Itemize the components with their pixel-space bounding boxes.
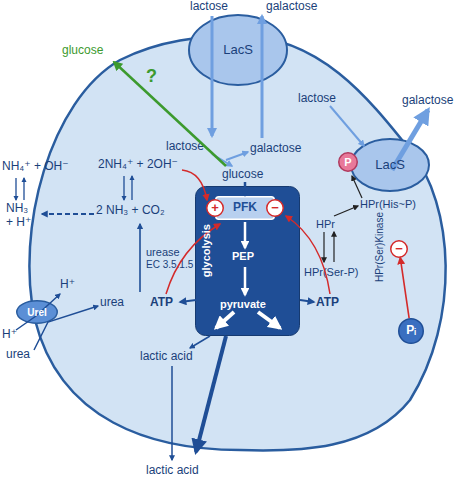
protein-label: HPr(His~P) (360, 198, 416, 211)
equilibrium-arrow (15, 178, 16, 200)
enzyme-box: PFK+− (215, 196, 275, 220)
inhibition-sign: − (266, 199, 284, 217)
substrate-label: lactose (190, 0, 228, 14)
ion-label: H⁺ (60, 278, 75, 292)
ellipse-shape (351, 139, 429, 191)
efflux-arrow (171, 366, 173, 460)
chemical-label: NH₃ + H⁺ (6, 202, 38, 230)
flux-arrow (300, 300, 314, 302)
product-label: galactose (250, 142, 301, 156)
flux-arrow (216, 312, 234, 328)
ellipse-shape (189, 15, 287, 85)
ellipse-shape (17, 301, 58, 324)
ion-label: H⁺ (2, 328, 17, 342)
transport-arrow (261, 16, 264, 138)
protein-label: HPr (316, 218, 335, 231)
metabolite-label: ATP (316, 296, 339, 310)
cell-membrane (29, 36, 445, 450)
equilibrium-arrow (23, 178, 24, 200)
substrate-label: glucose (62, 44, 103, 58)
efflux-arrow (190, 336, 210, 348)
box-shape (196, 187, 300, 336)
node-text: + (211, 201, 219, 215)
phosphate-circle: P (338, 152, 358, 172)
box-shape (216, 197, 275, 220)
flux-arrow (258, 312, 280, 328)
node-text: P (344, 156, 351, 168)
flux-arrow (244, 267, 247, 295)
metabolite-label: ATP (150, 296, 173, 310)
node-text: PFK (233, 201, 257, 214)
reaction-arrow (139, 224, 141, 292)
product-label: galactose (266, 0, 317, 14)
regulation-arrow (166, 224, 220, 294)
equilibrium-arrow (131, 176, 132, 200)
ellipse-shape (267, 200, 284, 217)
node-text: UreI (27, 307, 46, 318)
phosphoryl-arrow (334, 206, 358, 216)
transporter-ellipse: LacS (188, 14, 288, 86)
node-text: − (395, 242, 403, 256)
node-text: LacS (223, 43, 253, 57)
chemical-label: NH₄⁺ + OH⁻ (2, 160, 69, 174)
phosphate-circle: Pᵢ (398, 318, 424, 344)
substrate-label: urea (6, 348, 30, 362)
protein-label: HPr(Ser-P) (304, 266, 358, 279)
substrate-label: lactose (166, 140, 204, 154)
inhibition-sign: − (390, 240, 408, 258)
chemical-label: 2NH₄⁺ + 2OH⁻ (98, 158, 178, 172)
equilibrium-arrow (323, 232, 324, 262)
transporter-ellipse: LacS (350, 138, 430, 192)
regulation-arrow (286, 216, 330, 294)
efflux-arrow (196, 336, 226, 452)
activation-sign: + (206, 199, 224, 217)
enzyme-code: EC 3.5.1.5 (146, 259, 193, 271)
ellipse-shape (339, 153, 358, 172)
pathway-box: glycolysisPEPpyruvatePFK+− (195, 186, 300, 336)
phosphoryl-arrow (352, 176, 362, 198)
uptake-arrow (34, 306, 98, 350)
product-label: lactic acid (146, 464, 199, 478)
node-text: glycolysis (200, 224, 212, 277)
ellipse-shape (399, 319, 424, 344)
transport-arrow (392, 110, 428, 170)
node-text: LacS (375, 158, 405, 172)
substrate-label: glucose (222, 168, 263, 182)
flux-arrow (244, 222, 247, 248)
substrate-label: urea (100, 296, 124, 310)
node-text: PEP (232, 250, 254, 262)
ellipse-shape (207, 200, 224, 217)
node-text: − (271, 201, 279, 215)
diffusion-arrow (42, 213, 94, 215)
chemical-label: 2 NH₃ + CO₂ (96, 204, 165, 218)
equilibrium-arrow (123, 176, 124, 200)
regulation-arrow (182, 170, 207, 200)
flux-arrow (180, 300, 196, 302)
split-arrow (226, 152, 248, 160)
enzyme-label: HPr(Ser)Kinase (374, 212, 386, 282)
channel-ellipse: UreI (16, 300, 58, 324)
export-arrow (114, 62, 226, 166)
uptake-arrow (16, 294, 60, 330)
node-text: pyruvate (220, 298, 266, 310)
regulation-arrow (400, 258, 409, 318)
equilibrium-arrow (333, 232, 334, 262)
flux-arrow (244, 182, 247, 195)
transport-arrow (211, 16, 214, 136)
product-label: lactic acid (140, 350, 193, 364)
transport-arrow (330, 106, 364, 146)
substrate-label: lactose (298, 92, 336, 106)
ellipse-shape (391, 241, 408, 258)
question-mark: ? (146, 66, 157, 87)
product-label: galactose (402, 94, 453, 108)
split-arrow (212, 154, 232, 166)
node-text: Pᵢ (406, 324, 416, 337)
enzyme-label: urease (146, 246, 180, 259)
